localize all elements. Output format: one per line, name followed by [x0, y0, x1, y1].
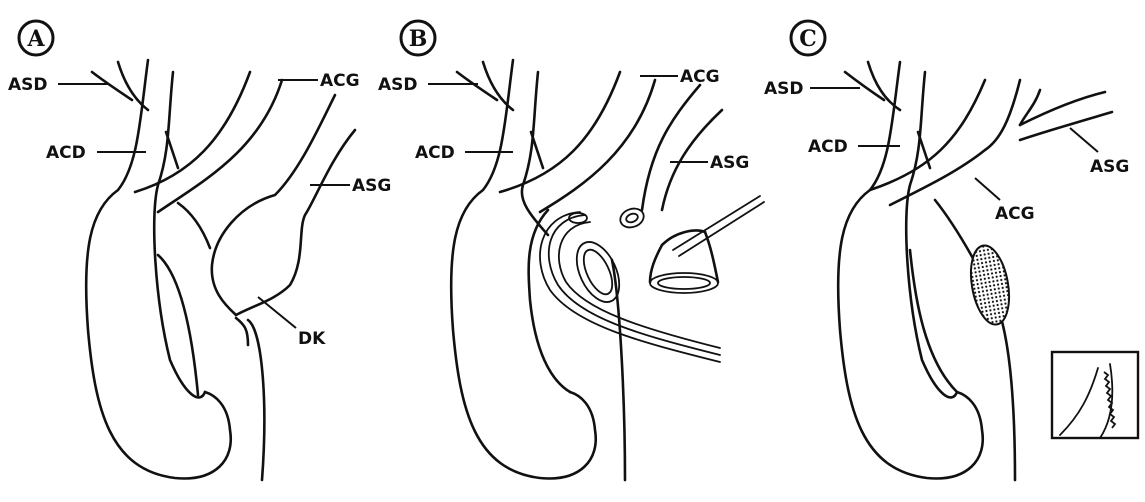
panel-a-letter: A: [26, 26, 45, 52]
panel-c: C ASD ACD ACG A: [764, 21, 1138, 480]
panel-b-asg-label: ASG: [710, 153, 749, 173]
panel-b-acg-label: ACG: [680, 67, 720, 87]
panel-b-vessels: [451, 60, 764, 480]
panel-c-letter: C: [799, 26, 817, 52]
panel-c-acg-label: ACG: [995, 204, 1035, 224]
panel-b-acd-label: ACD: [415, 143, 455, 163]
panel-a-asd-label: ASD: [8, 75, 48, 95]
panel-a-vessels: [86, 60, 355, 480]
panel-a: A ASD ACD ACG ASG DK: [8, 21, 391, 480]
panel-c-asd-label: ASD: [764, 79, 804, 99]
panel-c-acg-leader: [975, 178, 1000, 200]
panel-b-asd-label: ASD: [378, 75, 418, 95]
panel-c-acd-label: ACD: [808, 137, 848, 157]
panel-a-dk-leader: [258, 297, 296, 328]
panel-b: B: [378, 21, 764, 480]
panel-c-marker: C: [791, 21, 825, 55]
panel-c-asg-leader: [1070, 128, 1098, 152]
panel-a-acd-label: ACD: [46, 143, 86, 163]
panel-b-marker: B: [401, 21, 435, 55]
panel-c-asg-label: ASG: [1090, 157, 1129, 177]
panel-b-letter: B: [409, 26, 428, 52]
panel-a-dk-label: DK: [298, 329, 326, 349]
panel-c-inset: [1052, 352, 1138, 438]
panel-a-asg-label: ASG: [352, 176, 391, 196]
panel-a-marker: A: [19, 21, 53, 55]
panel-a-acg-label: ACG: [320, 71, 360, 91]
